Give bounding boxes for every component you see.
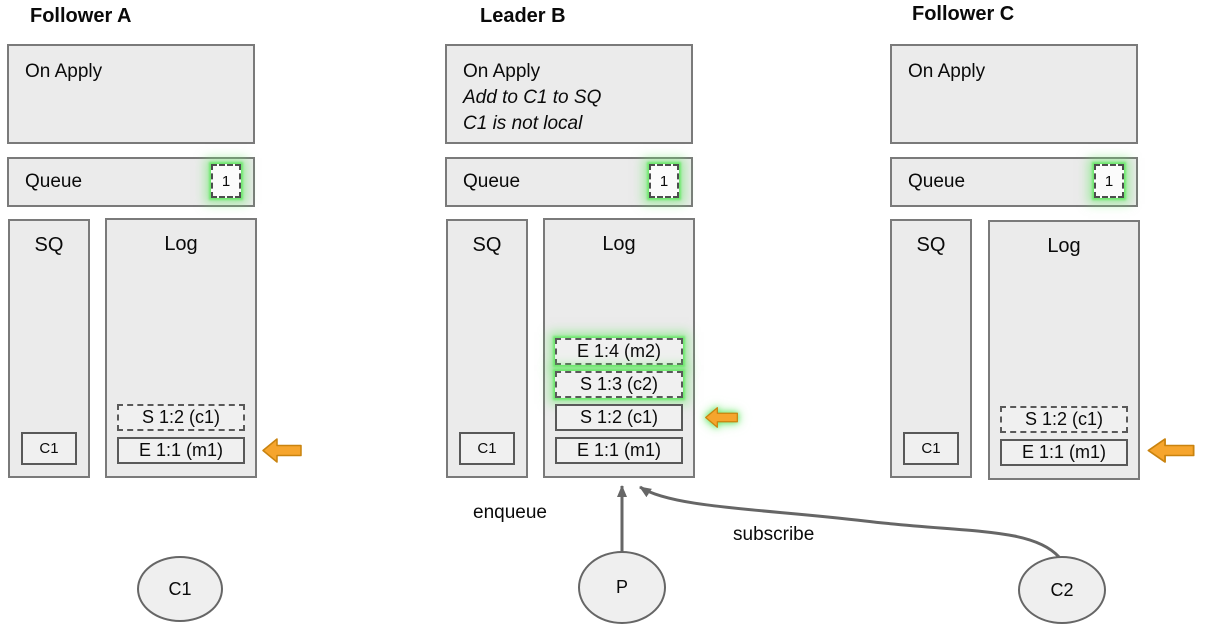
apply-pointer-arrow	[262, 438, 302, 463]
queue-box: Queue 1	[890, 157, 1138, 207]
queue-label: Queue	[908, 171, 966, 192]
sq-box: SQ C1	[446, 219, 528, 478]
queue-box: Queue 1	[7, 157, 255, 207]
actor-c1: C1	[137, 556, 223, 622]
sq-heading: SQ	[34, 234, 64, 256]
apply-pointer-arrow	[1147, 438, 1195, 463]
log-entry: S 1:2 (c1)	[555, 404, 683, 431]
log-entries: S 1:2 (c1) E 1:1 (m1)	[990, 406, 1138, 466]
on-apply-note: C1 is not local	[463, 113, 583, 134]
queue-count-badge: 1	[211, 164, 241, 198]
on-apply-label: On Apply	[25, 61, 103, 82]
sq-item: C1	[903, 432, 959, 465]
queue-box: Queue 1	[445, 157, 693, 207]
log-box: Log S 1:2 (c1) E 1:1 (m1)	[988, 220, 1140, 480]
actor-p: P	[578, 551, 666, 624]
log-entry: S 1:3 (c2)	[555, 371, 683, 398]
sq-heading: SQ	[472, 234, 502, 256]
on-apply-box: On Apply	[890, 44, 1138, 144]
log-entries: E 1:4 (m2) S 1:3 (c2) S 1:2 (c1) E 1:1 (…	[545, 338, 693, 464]
log-box: Log E 1:4 (m2) S 1:3 (c2) S 1:2 (c1) E 1…	[543, 218, 695, 478]
node-follower-a: Follower A On Apply Queue 1 SQ C1 Log S …	[7, 0, 257, 632]
apply-pointer-arrow	[705, 407, 738, 428]
subscribe-label: subscribe	[733, 524, 815, 545]
node-title: Leader B	[480, 5, 566, 27]
log-heading: Log	[164, 233, 198, 255]
on-apply-note: Add to C1 to SQ	[463, 87, 602, 108]
log-entries: S 1:2 (c1) E 1:1 (m1)	[107, 404, 255, 464]
sq-heading: SQ	[916, 234, 946, 256]
queue-label: Queue	[25, 171, 83, 192]
log-entry: E 1:1 (m1)	[1000, 439, 1128, 466]
sq-item: C1	[21, 432, 77, 465]
queue-label: Queue	[463, 171, 521, 192]
on-apply-box: On Apply Add to C1 to SQ C1 is not local	[445, 44, 693, 144]
log-entry: S 1:2 (c1)	[1000, 406, 1128, 433]
log-heading: Log	[1047, 235, 1081, 257]
node-leader-b: Leader B On Apply Add to C1 to SQ C1 is …	[445, 0, 695, 632]
sq-box: SQ C1	[890, 219, 972, 478]
log-entry: E 1:1 (m1)	[117, 437, 245, 464]
log-box: Log S 1:2 (c1) E 1:1 (m1)	[105, 218, 257, 478]
log-entry: E 1:1 (m1)	[555, 437, 683, 464]
log-heading: Log	[602, 233, 636, 255]
node-title: Follower A	[30, 5, 132, 27]
node-title: Follower C	[912, 3, 1015, 25]
sq-box: SQ C1	[8, 219, 90, 478]
sq-item: C1	[459, 432, 515, 465]
log-entry: E 1:4 (m2)	[555, 338, 683, 365]
actor-c2: C2	[1018, 556, 1106, 624]
node-follower-c: Follower C On Apply Queue 1 SQ C1 Log S …	[890, 0, 1140, 632]
queue-count-badge: 1	[1094, 164, 1124, 198]
on-apply-label: On Apply	[463, 61, 541, 82]
on-apply-box: On Apply	[7, 44, 255, 144]
enqueue-label: enqueue	[473, 502, 547, 523]
queue-count-badge: 1	[649, 164, 679, 198]
log-entry: S 1:2 (c1)	[117, 404, 245, 431]
on-apply-label: On Apply	[908, 61, 986, 82]
